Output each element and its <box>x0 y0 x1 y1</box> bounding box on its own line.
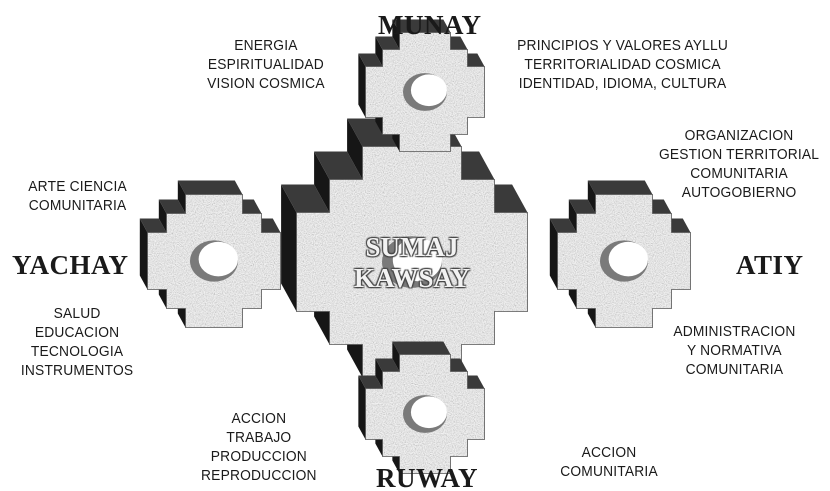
label-line: INSTRUMENTOS <box>20 362 134 379</box>
label-line: REPRODUCCION <box>201 467 317 484</box>
title-ruway: RUWAY <box>376 463 479 491</box>
block-side-face <box>314 151 330 213</box>
label-line: ACCION <box>581 444 637 461</box>
chakana-top <box>358 19 485 152</box>
block-side-face <box>177 180 186 214</box>
label-left-lower: SALUD EDUCACION TECNOLOGIA INSTRUMENTOS <box>21 304 133 380</box>
hole <box>410 396 447 429</box>
block-side-face <box>281 184 297 312</box>
block-side-face <box>158 199 167 233</box>
label-line: COMUNITARIA <box>28 197 127 214</box>
center-title-line2: KAWSAY <box>354 263 471 293</box>
block-top-face <box>375 36 400 50</box>
label-line: Y NORMATIVA <box>686 342 782 359</box>
block-side-face <box>347 118 363 180</box>
label-top-right: PRINCIPIOS Y VALORES AYLLU TERRITORIALID… <box>517 36 728 93</box>
label-line: EDUCACION <box>34 324 120 341</box>
center-title: SUMAJ KAWSAY <box>354 232 470 294</box>
chakana-left <box>139 180 281 328</box>
label-line: IDENTIDAD, IDIOMA, CULTURA <box>518 75 727 92</box>
block-top-face <box>392 341 451 355</box>
label-line: TECNOLOGIA <box>30 343 124 360</box>
hole <box>608 241 648 277</box>
chakana-bottom <box>358 341 485 474</box>
label-line: ADMINISTRACION <box>673 323 796 340</box>
label-line: AUTOGOBIERNO <box>681 184 797 201</box>
block-side-face <box>139 218 148 290</box>
label-right-upper: ORGANIZACION GESTION TERRITORIAL COMUNIT… <box>659 126 819 202</box>
label-line: ORGANIZACION <box>684 127 794 144</box>
label-line: ACCION <box>231 410 287 427</box>
label-top-left: ENERGIA ESPIRITUALIDAD VISION COSMICA <box>207 36 325 93</box>
block-side-face <box>549 218 558 290</box>
block-top-face <box>158 199 186 214</box>
label-line: COMUNITARIA <box>685 361 784 378</box>
block-side-face <box>375 36 383 67</box>
label-line: ESPIRITUALIDAD <box>207 56 324 73</box>
chakana-right <box>549 180 691 328</box>
label-line: TERRITORIALIDAD COSMICA <box>524 56 721 73</box>
label-line: GESTION TERRITORIAL <box>658 146 820 163</box>
block-top-face <box>139 218 167 233</box>
block-top-face <box>568 199 596 214</box>
block-top-face <box>314 151 363 180</box>
title-yachay: YACHAY <box>12 250 129 280</box>
label-line: COMUNITARIA <box>690 165 788 182</box>
title-atiy: ATIY <box>736 250 804 280</box>
label-line: VISION COSMICA <box>207 75 325 92</box>
center-title-line1: SUMAJ <box>365 232 459 262</box>
label-left-upper: ARTE CIENCIA COMUNITARIA <box>28 177 127 215</box>
block-side-face <box>375 358 383 389</box>
label-right-lower: ADMINISTRACION Y NORMATIVA COMUNITARIA <box>673 322 795 379</box>
block-side-face <box>358 53 366 118</box>
chakana-center <box>281 118 528 378</box>
label-line: COMUNITARIA <box>560 463 658 480</box>
block-top-face <box>177 180 243 195</box>
block-side-face <box>392 341 400 372</box>
block-top-face <box>281 184 330 213</box>
label-line: PRINCIPIOS Y VALORES AYLLU <box>517 37 729 54</box>
hole <box>198 241 239 277</box>
block-top-face <box>358 375 383 389</box>
block-top-face <box>587 180 653 195</box>
block-top-face <box>358 53 383 67</box>
block-side-face <box>358 375 366 440</box>
label-line: ARTE CIENCIA <box>28 178 127 195</box>
hole <box>410 74 447 107</box>
block-top-face <box>392 19 451 33</box>
block-top-face <box>549 218 577 233</box>
block-side-face <box>392 19 400 50</box>
block-side-face <box>587 180 596 214</box>
label-bottom-right: ACCION COMUNITARIA <box>560 443 658 481</box>
label-bottom-left: ACCION TRABAJO PRODUCCION REPRODUCCION <box>201 409 317 485</box>
label-line: PRODUCCION <box>210 448 307 465</box>
block-side-face <box>568 199 577 233</box>
block-top-face <box>375 358 400 372</box>
label-line: TRABAJO <box>226 429 292 446</box>
title-munay: MUNAY <box>378 10 482 40</box>
label-line: SALUD <box>53 305 101 322</box>
label-line: ENERGIA <box>234 37 298 54</box>
hole <box>392 238 442 282</box>
